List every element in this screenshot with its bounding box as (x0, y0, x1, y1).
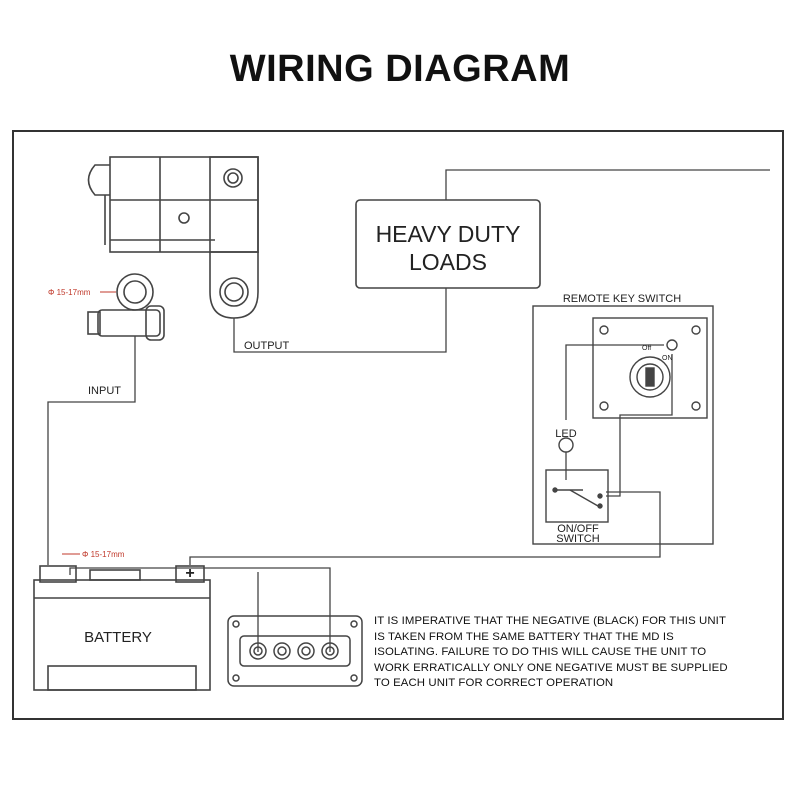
on-label: ON (662, 355, 673, 362)
warning-line-2: IS TAKEN FROM THE SAME BATTERY THAT THE … (374, 630, 674, 643)
heavy-duty-loads-box (355, 199, 541, 289)
warning-line-3: ISOLATING. FAILURE TO DO THIS WILL CAUSE… (374, 646, 707, 658)
battery-plus-label: + (185, 565, 194, 582)
loads-line2: LOADS (409, 249, 487, 275)
onoff-label-line2: SWITCH (556, 533, 599, 545)
wires (47, 169, 770, 652)
loads-line1: HEAVY DUTY (376, 221, 521, 247)
diagram-frame (12, 130, 784, 720)
warning-text: IT IS IMPERATIVE THAT THE NEGATIVE (BLAC… (374, 614, 774, 692)
warning-line-4: WORK ERRATICALLY ONLY ONE NEGATIVE MUST … (374, 661, 728, 674)
battery-label: BATTERY (84, 629, 152, 646)
warning-line-5: TO EACH UNIT FOR CORRECT OPERATION (374, 677, 614, 689)
remote-key-switch-panel (532, 305, 714, 545)
warning-line-1: IT IS IMPERATIVE THAT THE NEGATIVE (BLAC… (374, 615, 727, 627)
terminal-size-top: Φ 15-17mm (48, 288, 91, 297)
led-label: LED (555, 428, 576, 440)
battery (33, 565, 211, 691)
off-label: Off (642, 345, 651, 352)
onoff-label-line1: ON/OFF (557, 523, 599, 535)
isolator-switch (87, 156, 259, 341)
negative-busbar (227, 615, 363, 687)
terminal-size-battery: Φ 15-17mm (82, 550, 125, 559)
page-title: WIRING DIAGRAM (229, 48, 571, 90)
input-label: INPUT (88, 385, 121, 397)
remote-key-switch-label: REMOTE KEY SWITCH (563, 293, 681, 305)
output-label: OUTPUT (244, 340, 290, 352)
